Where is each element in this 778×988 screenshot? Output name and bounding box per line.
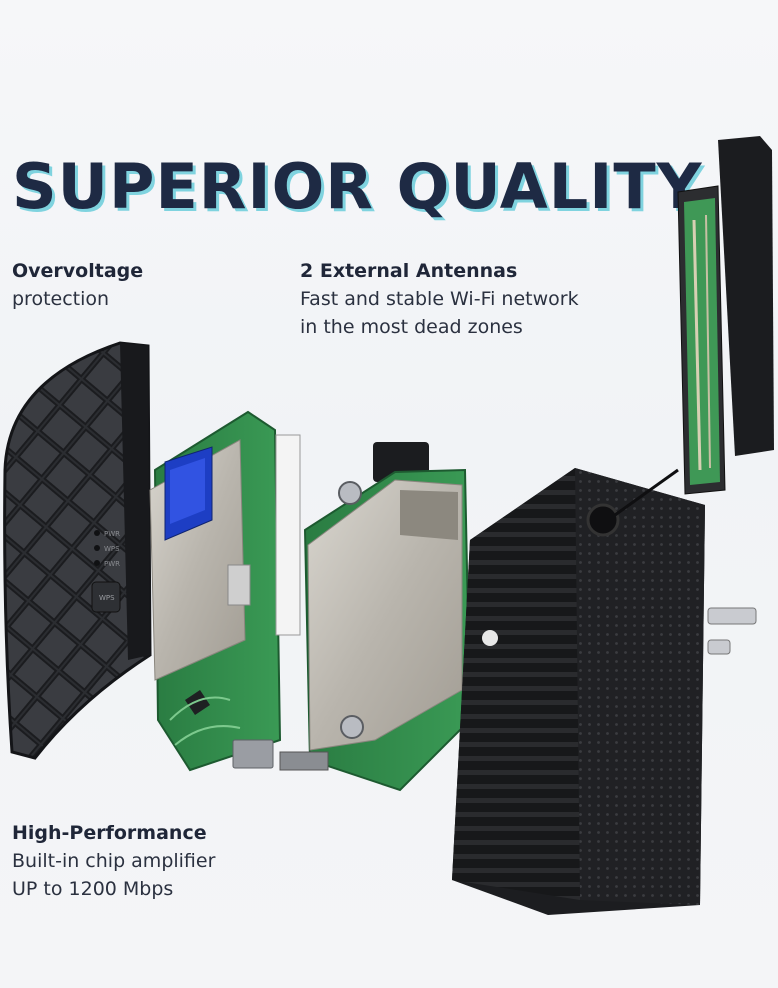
- led-label: PWR: [104, 560, 120, 568]
- feature-line: Built-in chip amplifier: [12, 850, 216, 872]
- led-indicators: PWR WPS PWR: [94, 530, 120, 568]
- feature-line: protection: [12, 288, 110, 310]
- antenna-connector: [586, 503, 620, 537]
- external-antenna: [614, 136, 774, 517]
- power-plug-prongs: [707, 607, 757, 655]
- feature-title: 2 External Antennas: [300, 260, 518, 282]
- circuit-board-main: [149, 410, 301, 772]
- feature-overvoltage: Overvoltage protection: [12, 257, 143, 313]
- headline: SUPERIOR QUALITY: [12, 150, 703, 223]
- front-cover: PWR WPS PWR WPS: [3, 341, 152, 760]
- rear-housing: [452, 468, 757, 915]
- screw-icon: [338, 481, 362, 505]
- wps-button: [91, 581, 121, 613]
- feature-line: Fast and stable Wi-Fi network: [300, 288, 579, 310]
- led-label: WPS: [104, 545, 120, 553]
- screw-icon: [340, 715, 364, 739]
- feature-line: in the most dead zones: [300, 316, 523, 338]
- feature-title: Overvoltage: [12, 260, 144, 282]
- wps-button-label: WPS: [99, 594, 115, 602]
- shielded-board: [279, 442, 472, 792]
- feature-line: UP to 1200 Mbps: [12, 878, 174, 900]
- ethernet-port: [232, 739, 274, 769]
- feature-title: High-Performance: [12, 822, 207, 844]
- led-label: PWR: [104, 530, 120, 538]
- feature-antennas: 2 External Antennas Fast and stable Wi-F…: [300, 257, 579, 341]
- feature-performance: High-Performance Built-in chip amplifier…: [12, 819, 215, 903]
